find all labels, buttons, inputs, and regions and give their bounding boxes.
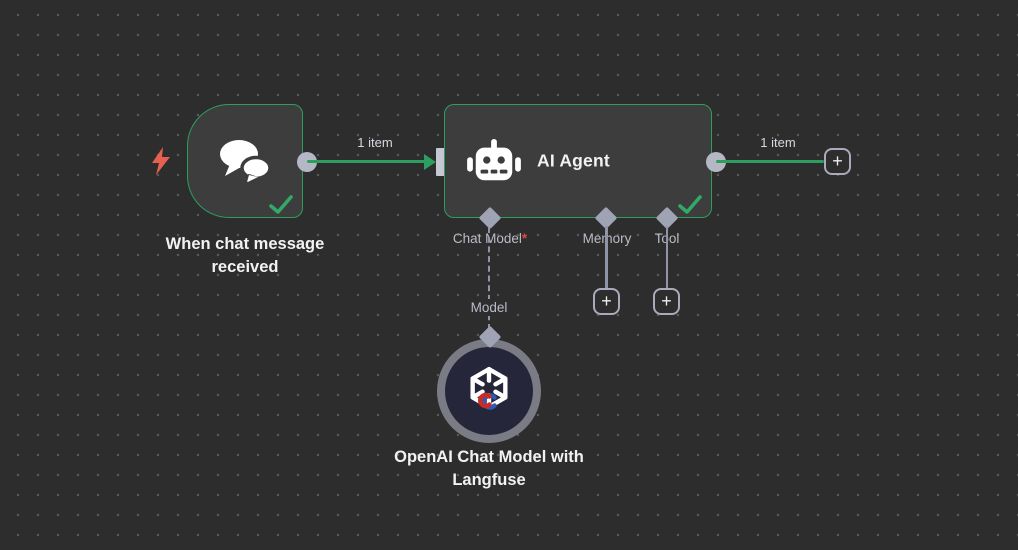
chat-model-port-label: Chat Model* [420,231,560,246]
add-tool-button[interactable]: + [653,288,680,315]
agent-input-port[interactable] [436,148,446,176]
chat-model-label-text: Chat Model [452,231,522,246]
model-link-label: Model [449,299,529,316]
trigger-bolt-icon [149,146,173,181]
agent-node-title: AI Agent [537,150,610,171]
model-link-label-text: Model [465,299,513,316]
node-when-chat-message-received[interactable] [187,104,303,218]
trigger-node-label: When chat message received [165,235,325,276]
connection-items-label: 1 item [760,135,796,150]
connection-chat-model[interactable] [488,227,490,330]
required-marker: * [521,231,528,246]
connection-arrow-icon [424,154,436,170]
connection-agent-output[interactable] [716,160,824,163]
robot-icon [465,138,523,191]
connection-items-label: 1 item [357,135,393,150]
chat-bubbles-icon [215,137,275,192]
add-node-button[interactable]: + [824,148,851,175]
memory-stub-line [605,226,608,289]
model-node-label: OpenAI Chat Model with Langfuse [394,448,584,489]
success-check-icon [678,195,702,215]
success-check-icon [269,195,293,215]
node-openai-chat-model[interactable] [437,339,541,443]
langfuse-badge-icon [476,392,504,416]
connection-trigger-to-agent[interactable] [307,160,428,163]
tool-stub-line [665,226,668,289]
node-ai-agent[interactable]: AI Agent [444,104,712,218]
add-memory-button[interactable]: + [593,288,620,315]
